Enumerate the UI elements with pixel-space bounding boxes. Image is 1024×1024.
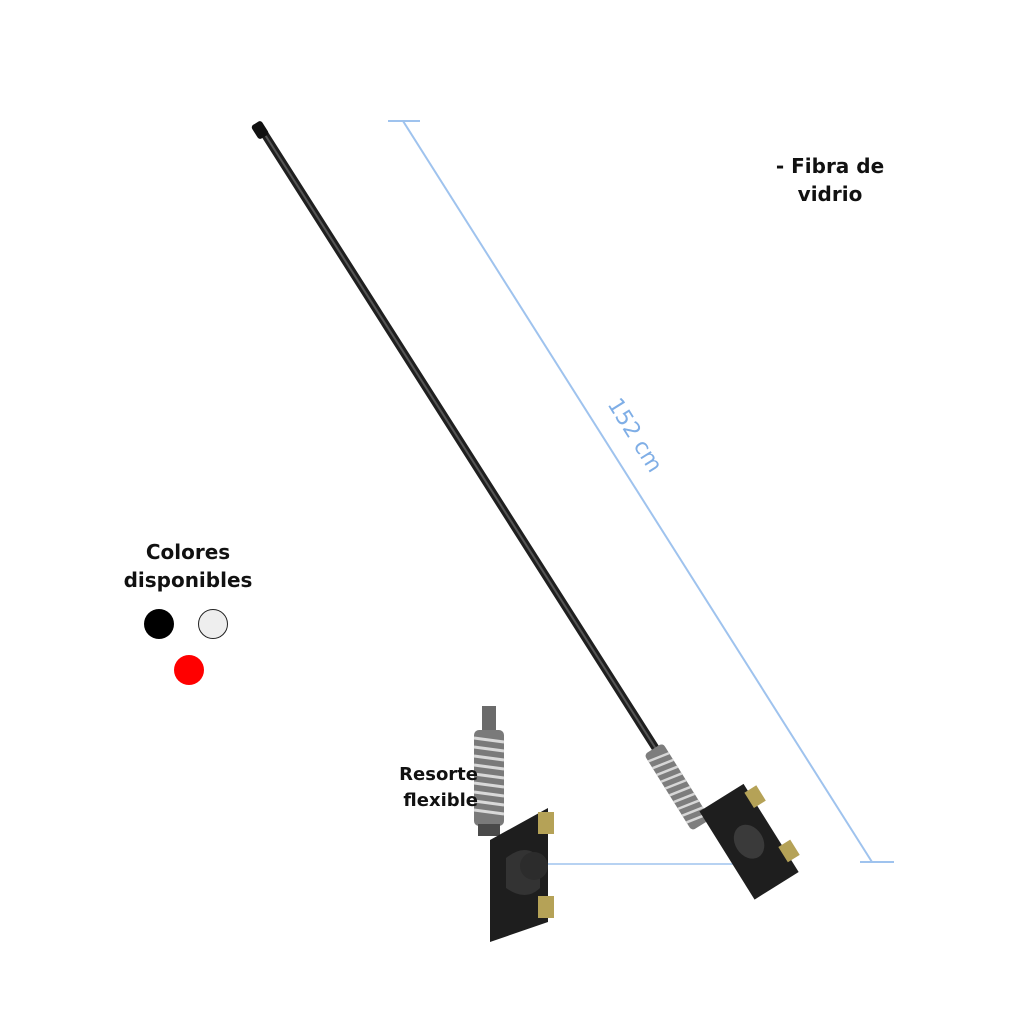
spring-label: Resorte flexible bbox=[368, 762, 478, 814]
color-swatch-red bbox=[174, 655, 204, 685]
color-swatch-black bbox=[144, 609, 174, 639]
colors-label-line2: disponibles bbox=[123, 568, 253, 592]
spring-label-line1: Resorte bbox=[399, 764, 478, 785]
dimension-line: 152 cm bbox=[388, 120, 894, 865]
material-label-line2: vidrio bbox=[797, 182, 863, 206]
spring-detail bbox=[473, 706, 554, 942]
colors-label-line1: Colores bbox=[145, 540, 231, 564]
material-label-line1: - Fibra de bbox=[775, 154, 885, 178]
spring-label-line2: flexible bbox=[403, 790, 478, 811]
bracket-icon bbox=[490, 808, 554, 942]
dimension-main-line bbox=[402, 120, 873, 863]
color-swatch-white bbox=[198, 609, 228, 639]
bolt-icon bbox=[538, 896, 554, 918]
colors-label: Colores disponibles bbox=[108, 538, 268, 594]
bolt-icon bbox=[538, 812, 554, 834]
antenna-spring-icon bbox=[645, 744, 709, 830]
material-label: - Fibra de vidrio bbox=[760, 152, 900, 208]
antenna-bracket-icon bbox=[699, 783, 800, 900]
spring-connector-icon bbox=[482, 706, 496, 732]
antenna-tip-icon bbox=[251, 121, 269, 139]
length-label: 152 cm bbox=[602, 394, 667, 477]
antenna-whip bbox=[251, 121, 800, 900]
